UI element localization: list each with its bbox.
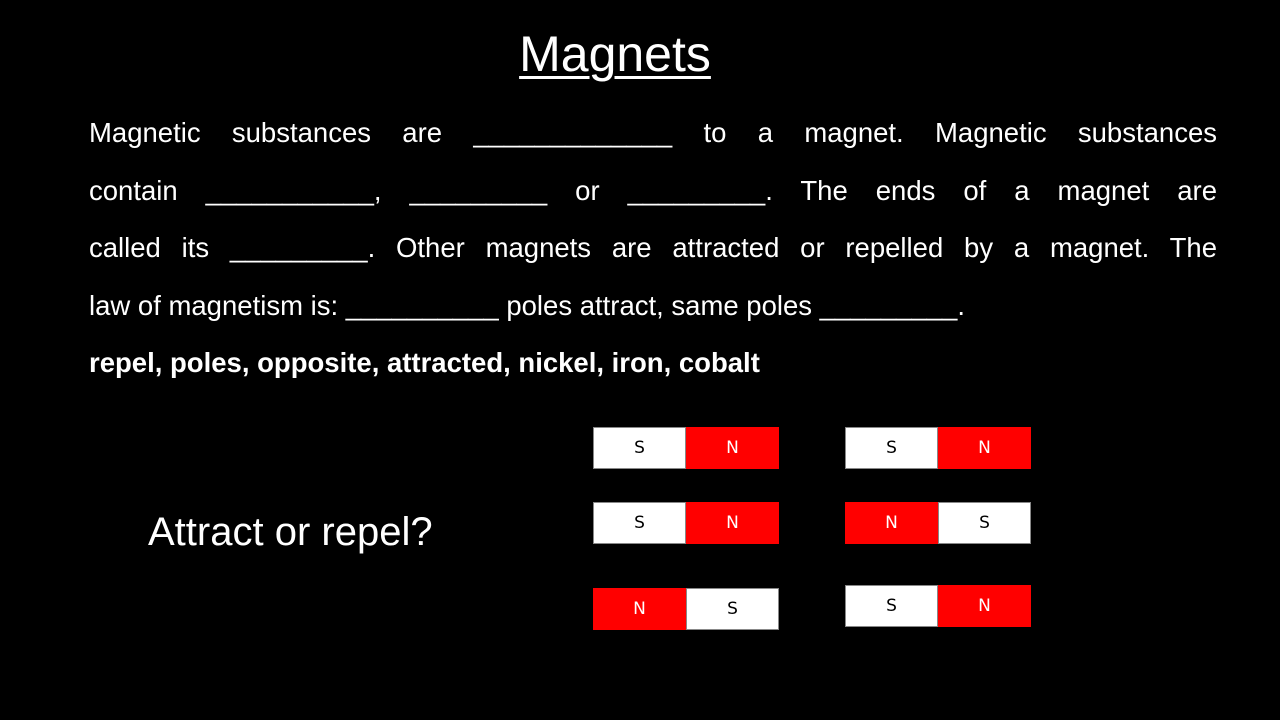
- paragraph-line: Magnetic substances are _____________ to…: [89, 117, 1217, 148]
- question-text: Attract or repel?: [148, 510, 433, 554]
- magnet-bar: N S: [593, 588, 779, 630]
- magnet-bar: S N: [593, 502, 779, 544]
- magnet-pole-right: N: [938, 585, 1031, 627]
- paragraph-line: called its _________. Other magnets are …: [89, 232, 1217, 263]
- magnet-pole-left: N: [845, 502, 938, 544]
- magnet-pole-left: S: [845, 427, 938, 469]
- magnet-pole-right: N: [938, 427, 1031, 469]
- magnet-pole-right: S: [938, 502, 1031, 544]
- slide-title: Magnets: [519, 26, 711, 82]
- magnet-pole-left: S: [593, 502, 686, 544]
- magnet-pole-left: S: [593, 427, 686, 469]
- magnet-bar: S N: [593, 427, 779, 469]
- word-bank: repel, poles, opposite, attracted, nicke…: [89, 347, 760, 378]
- fill-in-paragraph: Magnetic substances are _____________ to…: [89, 104, 1217, 334]
- magnet-bar: S N: [845, 427, 1031, 469]
- paragraph-line: contain ___________, _________ or ______…: [89, 174, 1217, 206]
- magnet-bar: S N: [845, 585, 1031, 627]
- magnet-bar: N S: [845, 502, 1031, 544]
- magnet-pole-left: S: [845, 585, 938, 627]
- magnet-pole-right: S: [686, 588, 779, 630]
- magnet-pole-left: N: [593, 588, 686, 630]
- paragraph-line: law of magnetism is: __________ poles at…: [89, 289, 965, 321]
- magnet-pole-right: N: [686, 502, 779, 544]
- magnet-pole-right: N: [686, 427, 779, 469]
